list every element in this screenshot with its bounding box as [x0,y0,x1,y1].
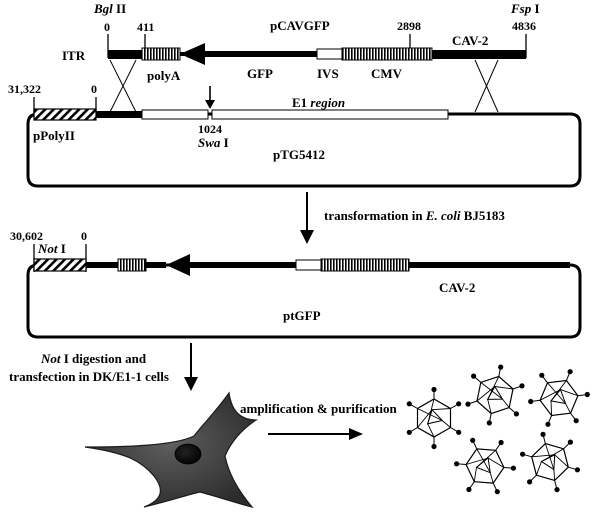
transfection-label: transfection in DK/E1-1 cells [9,369,169,384]
bgl2-site-label: Bgl II [93,1,126,16]
swa1-arrowhead [205,100,215,109]
cell-body [84,391,258,509]
polya-element [141,47,181,61]
gfp-arrowhead [180,43,205,65]
itr-label: ITR [62,48,86,63]
e1-region-left [141,109,209,120]
transformation-step: transformation in E. coli BJ5183 [300,192,505,244]
ptg5412-shuttle: 31,322 0 E1 region 1024 Swa I pPolyII pT… [8,82,582,188]
e1-region-right [211,109,449,120]
ppolyii-hatched-segment [33,108,97,121]
virion-particle [465,364,525,426]
virion-particle [454,437,516,495]
ptgfp-loop [26,263,582,339]
ptgfp-linker [146,262,166,268]
transfection-step: Not I digestion and transfection in DK/E… [9,343,198,391]
cmv-label: CMV [371,66,403,81]
ptgfp-cmv [320,258,410,272]
virion-particle [528,369,590,427]
cell-nucleus [174,443,202,465]
ptgfp-plasmid: 30,602 Not I 0 CAV-2 ptGFP [10,229,582,339]
virion-particle [406,386,462,450]
pcavgfp-construct: Bgl II 0 411 pCAVGFP 2898 Fsp I 4836 ITR… [62,1,540,113]
position-2898: 2898 [397,19,421,33]
position-411: 411 [137,20,154,34]
ptgfp-polya [117,258,147,272]
ptgfp-ivs [295,259,322,271]
ptgfp-itr [86,262,118,268]
ivs-label: IVS [317,66,339,81]
ptg5412-label: pTG5412 [273,147,325,162]
position-0-ptgfp: 0 [81,229,87,243]
transformation-label: transformation in E. coli BJ5183 [324,208,505,223]
itr-shuttle-segment [96,111,142,118]
right-arrow-head [349,428,363,440]
gfp-label: GFP [247,66,273,81]
position-4836: 4836 [512,19,536,33]
dk-e1-cell [84,391,258,509]
ptgfp-label: ptGFP [283,308,321,323]
ivs-element [316,48,343,60]
e1-region-label: E1 region [292,95,345,110]
cav2-label-ptgfp: CAV-2 [439,280,475,295]
cav2-label-top: CAV-2 [452,33,488,48]
polya-label: polyA [147,68,181,83]
cmv-promoter [341,47,433,61]
amplification-step: amplification & purification [240,401,397,440]
ptgfp-gfp-gene [190,262,296,268]
digestion-label: Not I digestion and [40,351,147,366]
position-0-top: 0 [104,20,110,34]
not1-site-label: Not I [37,241,66,256]
itr-segment [108,50,142,59]
left-crossover [109,59,137,113]
position-0-shuttle: 0 [91,82,97,96]
amplification-label: amplification & purification [240,401,397,416]
adenovirus-particles [406,364,590,495]
ppolyii-label: pPolyII [33,128,75,143]
fsp1-site-label: Fsp I [510,1,540,16]
position-1024: 1024 [198,122,222,136]
ptgfp-hatched-segment [33,258,87,272]
position-30602: 30,602 [10,229,43,243]
position-31322: 31,322 [8,82,41,96]
ptg5412-loop [26,112,582,188]
construct-title: pCAVGFP [270,18,330,33]
down-arrow-1-head [300,230,314,244]
gfp-gene [205,51,317,57]
down-arrow-2-head [184,377,198,391]
right-crossover [474,59,499,113]
cav2-segment-top [432,50,526,59]
virion-particle [520,431,581,493]
ptgfp-cav2-segment [409,262,570,268]
swa1-site-label: Swa I [198,135,229,150]
ptgfp-gfp-arrowhead [166,254,190,276]
